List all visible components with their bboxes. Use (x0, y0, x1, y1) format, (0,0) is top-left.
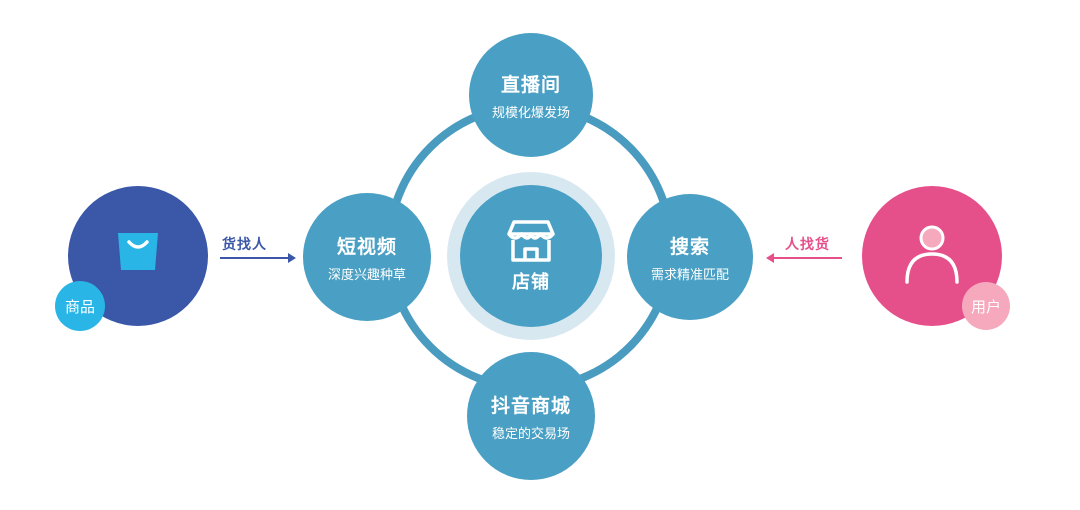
node-title: 抖音商城 (490, 394, 571, 417)
arrow-right-icon (220, 253, 296, 263)
node-short-video: 短视频 深度兴趣种草 (303, 193, 431, 321)
arrow-label-people-find-goods: 人找货 (785, 237, 830, 253)
node-title: 搜索 (669, 235, 710, 258)
node-subtitle: 规模化爆发场 (491, 105, 570, 121)
user-icon (905, 225, 959, 284)
storefront-icon (507, 220, 555, 262)
arrow-label-goods-find-people: 货找人 (222, 237, 267, 253)
center-node-title: 店铺 (512, 272, 550, 293)
node-live-room: 直播间 规模化爆发场 (469, 33, 593, 157)
node-title: 直播间 (500, 73, 561, 96)
node-subtitle: 稳定的交易场 (491, 426, 570, 442)
user-label: 用户 (970, 297, 1001, 316)
node-subtitle: 需求精准匹配 (650, 267, 729, 283)
shopping-bag-icon (118, 233, 158, 270)
user-badge: 用户 (962, 282, 1010, 330)
product-badge: 商品 (55, 281, 105, 331)
node-search: 搜索 需求精准匹配 (627, 194, 753, 320)
node-douyin-mall: 抖音商城 稳定的交易场 (467, 352, 595, 480)
center-node-store: 店铺 (460, 185, 602, 327)
arrow-left-icon (766, 253, 842, 263)
product-label: 商品 (64, 297, 95, 316)
node-subtitle: 深度兴趣种草 (327, 267, 406, 283)
node-title: 短视频 (336, 235, 397, 258)
